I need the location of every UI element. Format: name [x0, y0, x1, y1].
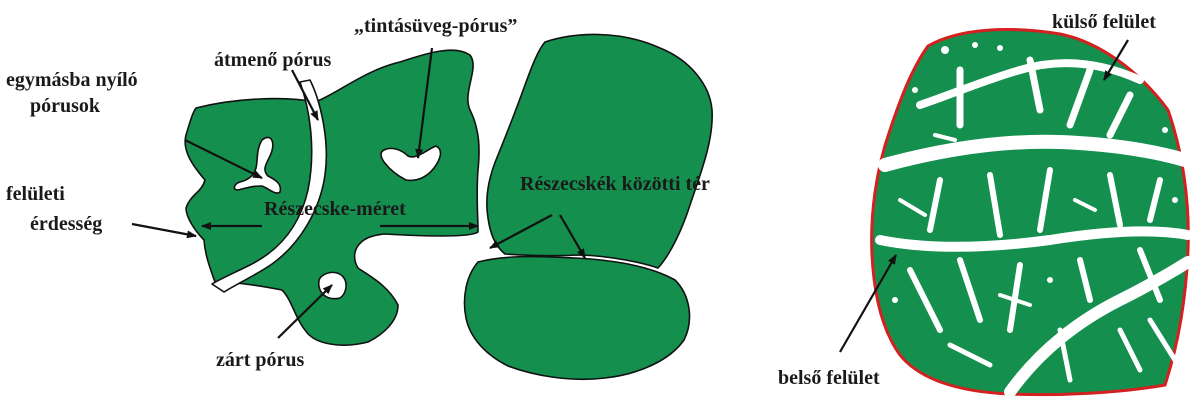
internal-pore-network — [875, 42, 1192, 398]
upper-right-particle — [486, 33, 713, 269]
arrow-through-pore — [291, 69, 319, 121]
label-outer-surface: külső felület — [1052, 11, 1156, 33]
arrow-inkbottle — [415, 47, 434, 159]
arrow-interparticle-2 — [559, 214, 586, 259]
label-inkbottle-pore: „tintásüveg-pórus” — [354, 15, 517, 37]
label-interconnected-1: egymásba nyíló — [6, 69, 138, 91]
arrow-closed-pore — [277, 284, 333, 339]
through-pore-channel — [211, 79, 328, 293]
label-through-pore: átmenő pórus — [214, 49, 331, 71]
arrow-inner-surface — [839, 254, 897, 353]
label-closed-pore: zárt pórus — [216, 349, 305, 371]
label-particle-size: Részecske-méret — [264, 198, 406, 220]
lower-right-particle — [463, 255, 691, 381]
label-inner-surface: belső felület — [778, 367, 880, 389]
label-interparticle-space: Részecskék közötti tér — [520, 173, 710, 195]
ink-bottle-pore — [380, 145, 442, 182]
label-surface-roughness-2: érdesség — [30, 213, 102, 235]
arrow-interconnected — [184, 139, 263, 179]
left-particle — [184, 49, 480, 346]
arrow-outer-surface — [1103, 39, 1129, 81]
label-interconnected-2: pórusok — [30, 95, 101, 117]
arrow-interparticle-1 — [489, 214, 553, 249]
label-surface-roughness-1: felületi — [6, 183, 65, 205]
arrow-surface-roughness — [131, 222, 197, 239]
porous-particle — [870, 28, 1192, 398]
